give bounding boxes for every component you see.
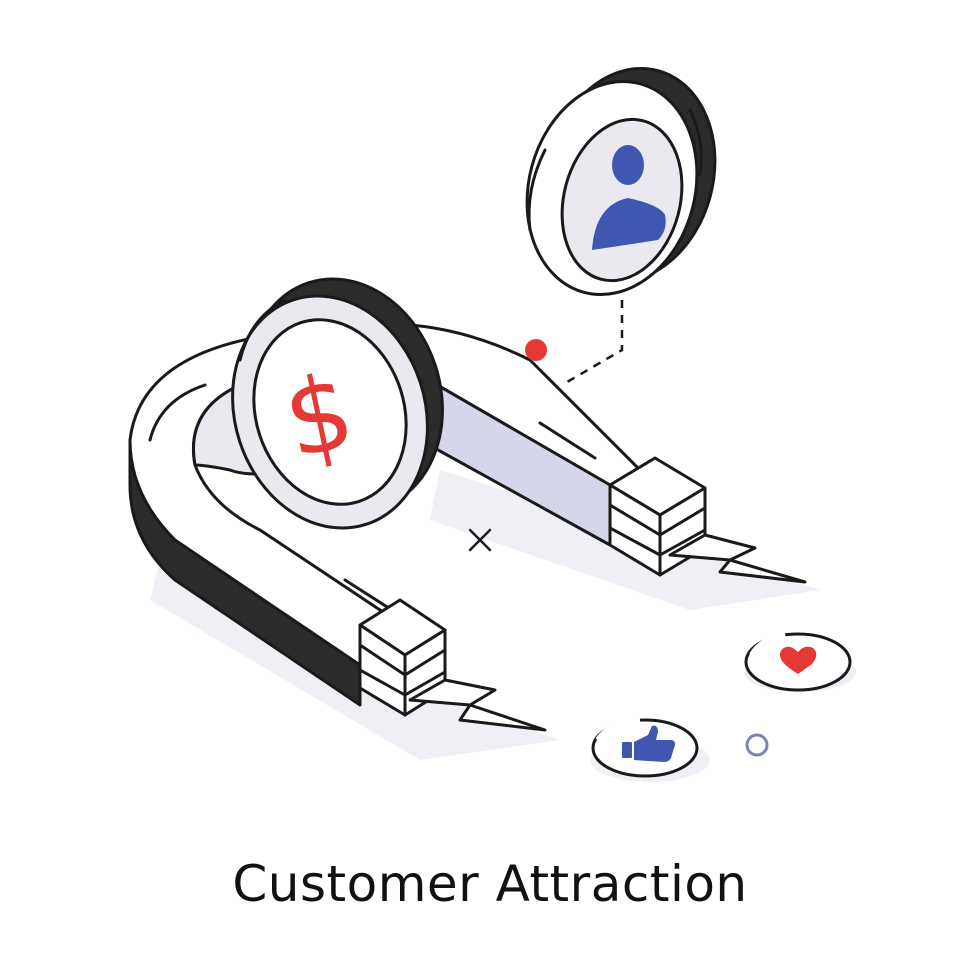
- customer-avatar-icon: [592, 145, 666, 250]
- magnet-icon: [128, 323, 807, 732]
- heart-icon: [779, 646, 817, 674]
- cross-mark: [468, 528, 492, 552]
- caption-title: Customer Attraction: [232, 855, 748, 913]
- red-dot: [525, 339, 547, 361]
- thumbs-up-icon: [622, 725, 676, 762]
- dashed-connector: [561, 300, 624, 387]
- dollar-coin-icon: [231, 277, 444, 530]
- hollow-dot: [745, 733, 769, 757]
